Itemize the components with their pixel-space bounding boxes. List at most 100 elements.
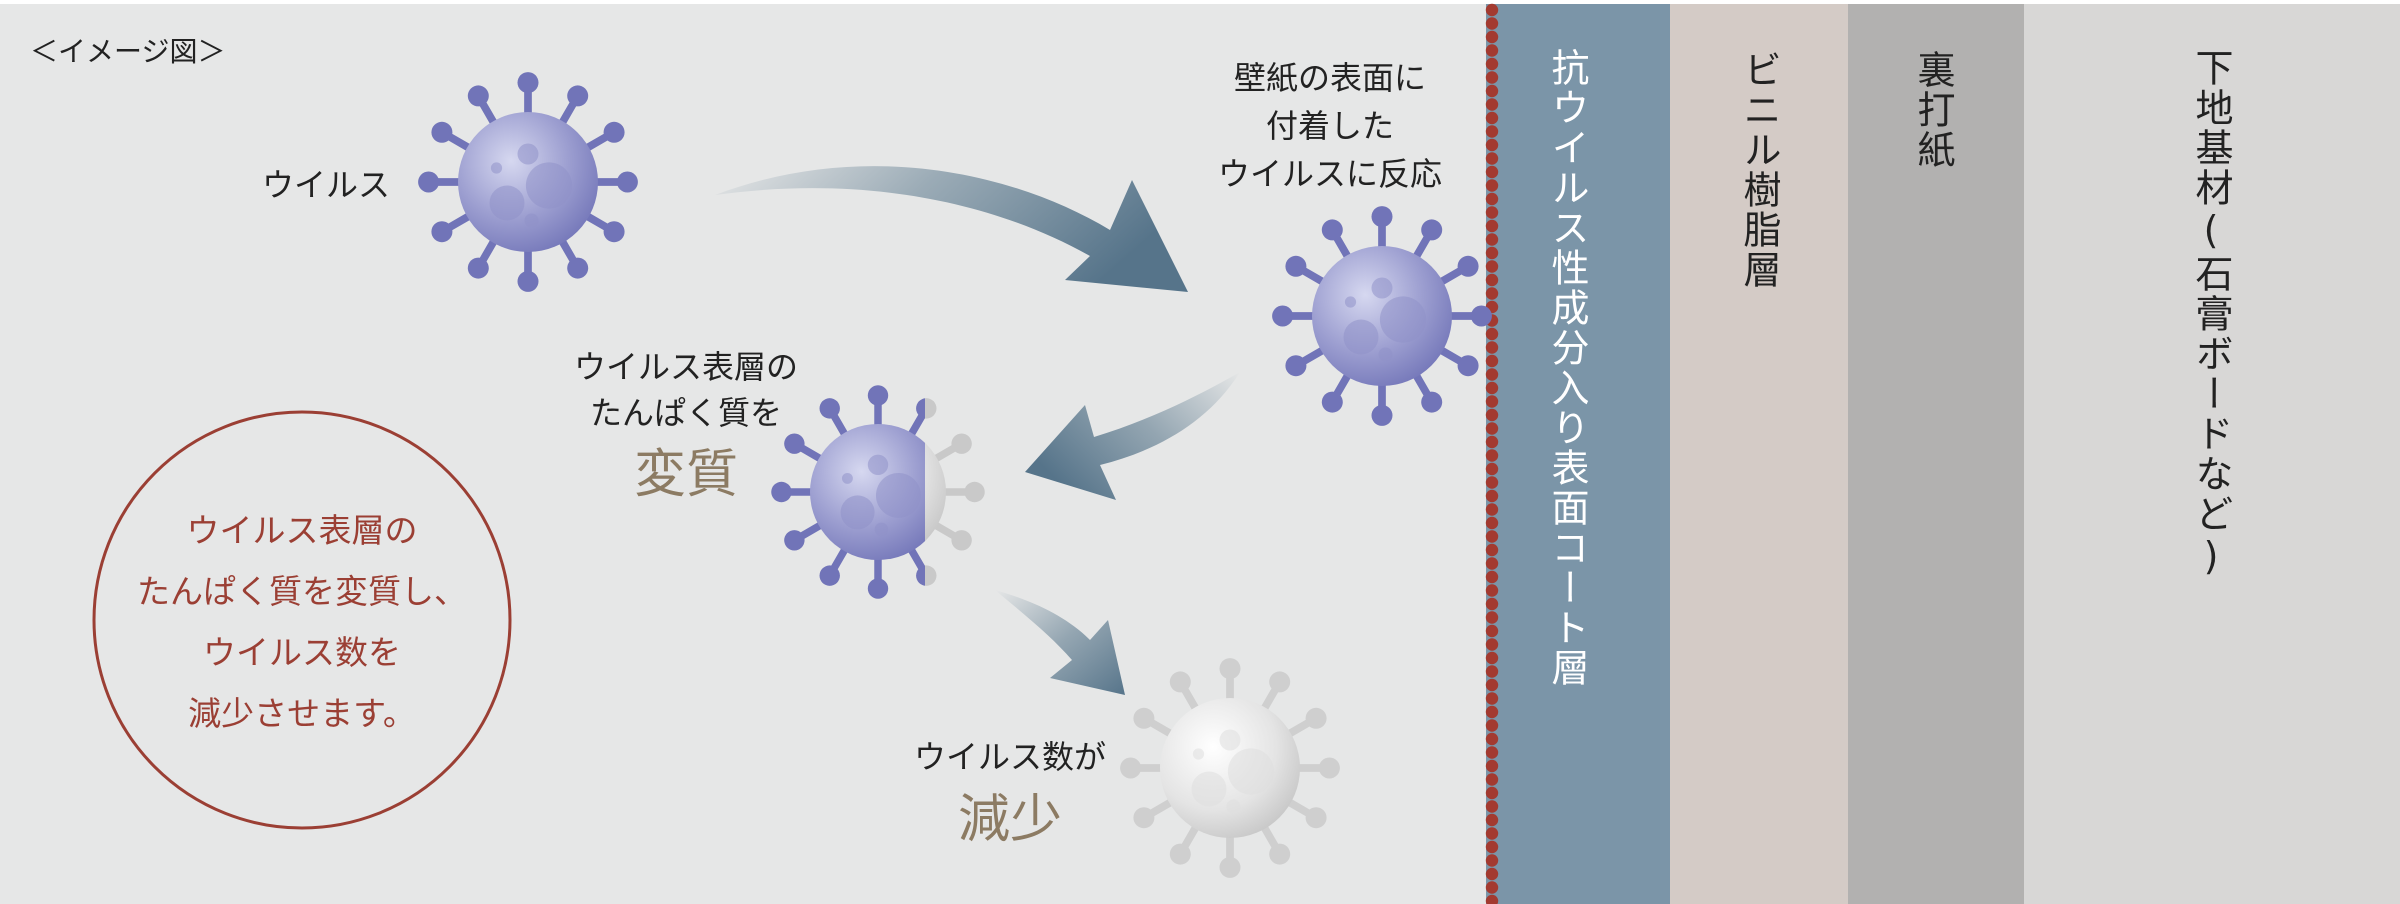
decrease-big-text: 減少 <box>957 790 1062 850</box>
arrow-to-decrease <box>995 590 1125 695</box>
bead <box>1485 746 1499 759</box>
summary-text: ウイルス表層の たんぱく質を変質し、 ウイルス数を 減少させます。 <box>102 500 502 744</box>
virus-label: ウイルス <box>262 166 391 204</box>
bead <box>1485 489 1499 503</box>
bead <box>1485 408 1499 422</box>
bead <box>1485 44 1499 57</box>
bead <box>1485 395 1499 408</box>
bead <box>1485 503 1499 516</box>
bead <box>1485 516 1499 530</box>
summary-line: たんぱく質を変質し、 <box>137 572 467 611</box>
bead <box>1485 260 1499 273</box>
bead <box>1485 98 1499 111</box>
bead <box>1485 881 1499 894</box>
bead <box>1485 894 1499 904</box>
backing-paper-layer-label: 裏打紙 <box>1911 50 1955 170</box>
bead <box>1485 30 1499 44</box>
bead <box>1485 651 1499 665</box>
decrease-label: ウイルス数が 減少 <box>880 734 1140 856</box>
denatured-virus-icon <box>771 385 925 599</box>
bead <box>1485 557 1499 570</box>
denatured-virus-shell-icon <box>925 398 985 586</box>
bead <box>1485 867 1499 881</box>
bead <box>1485 179 1499 192</box>
bead <box>1485 773 1499 786</box>
bead <box>1485 692 1499 705</box>
bead <box>1485 449 1499 462</box>
bead <box>1485 570 1499 584</box>
bead <box>1485 584 1499 597</box>
summary-line: 減少させます。 <box>188 694 416 733</box>
bead <box>1485 543 1499 557</box>
bead <box>1485 368 1499 381</box>
virus-icon <box>418 72 638 292</box>
arrow-to-wall <box>715 166 1188 292</box>
bead <box>1485 665 1499 678</box>
bead <box>1485 354 1499 368</box>
bead <box>1485 273 1499 287</box>
bead <box>1485 786 1499 800</box>
bead <box>1485 233 1499 246</box>
backing-paper-layer: 裏打紙 <box>1848 4 2024 904</box>
bead <box>1485 719 1499 732</box>
bead <box>1485 84 1499 98</box>
base-material-layer-label: 下地基材(石膏ボードなど) <box>2189 48 2233 580</box>
bead <box>1485 759 1499 773</box>
bead <box>1485 206 1499 219</box>
denature-big-text: 変質 <box>633 445 738 505</box>
bead <box>1485 624 1499 638</box>
bead <box>1485 530 1499 543</box>
bead <box>1485 638 1499 651</box>
bead <box>1485 462 1499 476</box>
denature-label: ウイルス表層の たんぱく質を 変質 <box>546 344 826 510</box>
bead <box>1485 3 1499 17</box>
bead <box>1485 800 1499 813</box>
bead <box>1485 17 1499 30</box>
summary-line: ウイルス数を <box>203 633 401 672</box>
decreased-virus-icon <box>1120 658 1340 878</box>
virus-on-wall-icon <box>1272 206 1492 426</box>
arrow-from-wall <box>1025 372 1240 500</box>
bead <box>1485 854 1499 867</box>
bead <box>1485 246 1499 260</box>
bead <box>1485 341 1499 354</box>
bead <box>1485 827 1499 840</box>
vinyl-resin-layer: ビニル樹脂層 <box>1670 4 1848 904</box>
bead <box>1485 125 1499 138</box>
summary-circle <box>92 410 512 830</box>
summary-line: ウイルス表層の <box>186 511 418 550</box>
vinyl-resin-layer-label: ビニル樹脂層 <box>1737 50 1781 290</box>
react-label-line: 付着した <box>1265 107 1394 145</box>
bead <box>1485 840 1499 854</box>
bead <box>1485 381 1499 395</box>
bead <box>1485 422 1499 435</box>
bead <box>1485 219 1499 233</box>
bead <box>1485 327 1499 341</box>
bead <box>1485 192 1499 206</box>
base-material-layer: 下地基材(石膏ボードなど) <box>2024 4 2400 904</box>
bead <box>1485 138 1499 152</box>
react-label-line: ウイルスに反応 <box>1217 155 1442 193</box>
bead <box>1485 813 1499 827</box>
surface-coat-layer-label: 抗ウイルス性成分入り表面コート層 <box>1545 48 1589 688</box>
surface-coat-layer: 抗ウイルス性成分入り表面コート層 <box>1486 4 1670 904</box>
bead <box>1485 435 1499 449</box>
bead <box>1485 611 1499 624</box>
denature-label-line: ウイルス表層の <box>573 348 798 386</box>
bead <box>1485 152 1499 165</box>
bead <box>1485 705 1499 719</box>
bead <box>1485 165 1499 179</box>
bead <box>1485 57 1499 71</box>
bead <box>1485 678 1499 692</box>
bead <box>1485 476 1499 489</box>
bead <box>1485 111 1499 125</box>
denature-label-line: たんぱく質を <box>589 394 782 432</box>
bead-column <box>1485 3 1499 904</box>
react-label: 壁紙の表面に 付着した ウイルスに反応 <box>1200 54 1460 198</box>
bead <box>1485 732 1499 746</box>
react-label-line: 壁紙の表面に <box>1233 59 1426 97</box>
bead <box>1485 287 1499 300</box>
decrease-label-line: ウイルス数が <box>913 738 1106 776</box>
